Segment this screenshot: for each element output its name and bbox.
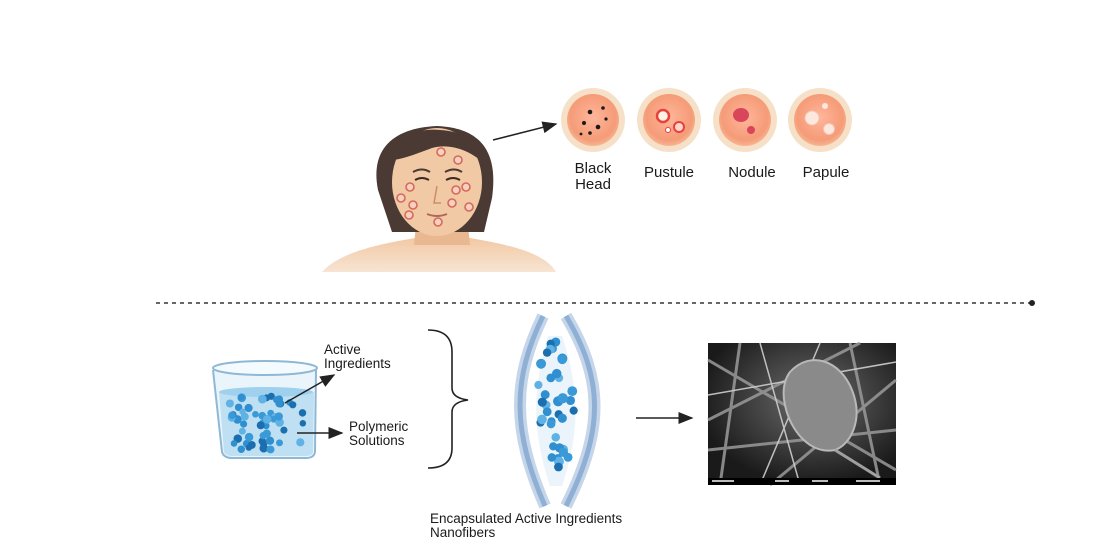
bead-particle <box>569 406 578 415</box>
bead-particle <box>554 462 563 472</box>
beaker-beads <box>225 392 307 454</box>
bead-particle <box>257 394 267 404</box>
shoulders <box>322 238 556 272</box>
lesion-label-papule: Papule <box>802 164 850 181</box>
bead-particle <box>237 445 246 453</box>
bead-particle <box>256 421 265 430</box>
bead-particle <box>540 390 550 400</box>
divider-end-dot <box>1029 300 1035 306</box>
curly-brace <box>427 329 469 469</box>
lesion-pustule-icon <box>637 88 701 152</box>
bead-particle <box>265 436 275 445</box>
nanofiber-caption: Encapsulated Active Ingredients Nanofibe… <box>430 511 623 540</box>
bead-particle <box>247 441 256 449</box>
bead-particle <box>547 453 557 462</box>
hair-fringe <box>390 129 486 165</box>
active-ingredients-label: Active Ingredients <box>324 342 391 371</box>
bead-particle <box>299 420 307 427</box>
nanofiber-beads <box>534 337 578 472</box>
bead-particle <box>228 411 236 420</box>
bead-particle <box>567 386 578 397</box>
nose <box>433 185 441 204</box>
bead-particle <box>289 401 297 409</box>
bead-particle <box>262 429 271 438</box>
sem-micrograph-image <box>707 341 897 487</box>
bead-particle <box>239 408 246 415</box>
bead-particle <box>259 443 269 453</box>
bead-particle <box>275 399 284 408</box>
bead-particle <box>557 354 568 365</box>
bead-particle <box>262 415 272 424</box>
polymeric-solutions-label: Polymeric Solutions <box>349 419 409 448</box>
arrow-active-ingredients <box>284 374 336 404</box>
left-eye <box>414 177 430 181</box>
bead-particle <box>266 445 275 454</box>
bead-particle <box>244 403 253 413</box>
right-eye <box>445 177 461 181</box>
bead-particle <box>240 420 248 428</box>
lesion-label-nodule: Nodule <box>728 164 776 181</box>
bead-particle <box>296 438 305 447</box>
bead-particle <box>234 403 243 412</box>
face-acne-spots <box>396 147 474 227</box>
bead-particle <box>557 413 567 423</box>
lesion-label-pustule: Pustule <box>643 164 695 181</box>
woman-with-acne-illustration <box>322 126 556 272</box>
bead-particle <box>244 432 254 442</box>
lesion-blackhead-icon <box>561 88 625 152</box>
bead-particle <box>537 414 547 425</box>
lesion-nodule-icon <box>713 88 777 152</box>
bead-particle <box>237 393 245 401</box>
bead-particle <box>557 393 568 404</box>
bead-particle <box>552 368 562 379</box>
bead-particle <box>558 447 569 457</box>
bead-particle <box>536 358 547 369</box>
bead-particle <box>238 427 246 435</box>
bead-particle <box>546 419 556 429</box>
arrow-to-lesions <box>492 121 558 141</box>
bead-particle <box>298 409 307 417</box>
bead-particle <box>276 439 283 447</box>
bead-particle <box>551 432 561 442</box>
mouth <box>426 213 448 217</box>
lesion-papule-icon <box>788 88 852 152</box>
bead-particle <box>280 426 288 434</box>
lesion-label-black-head: Black Head <box>574 160 612 193</box>
bead-particle <box>565 395 575 406</box>
bead-particle <box>225 399 234 408</box>
bead-particle <box>542 407 552 417</box>
bead-particle <box>542 348 552 357</box>
bead-particle <box>230 440 238 447</box>
bead-particle <box>252 410 259 418</box>
bead-particle <box>274 412 283 421</box>
bead-particle <box>534 380 543 390</box>
bead-particle <box>537 397 547 407</box>
